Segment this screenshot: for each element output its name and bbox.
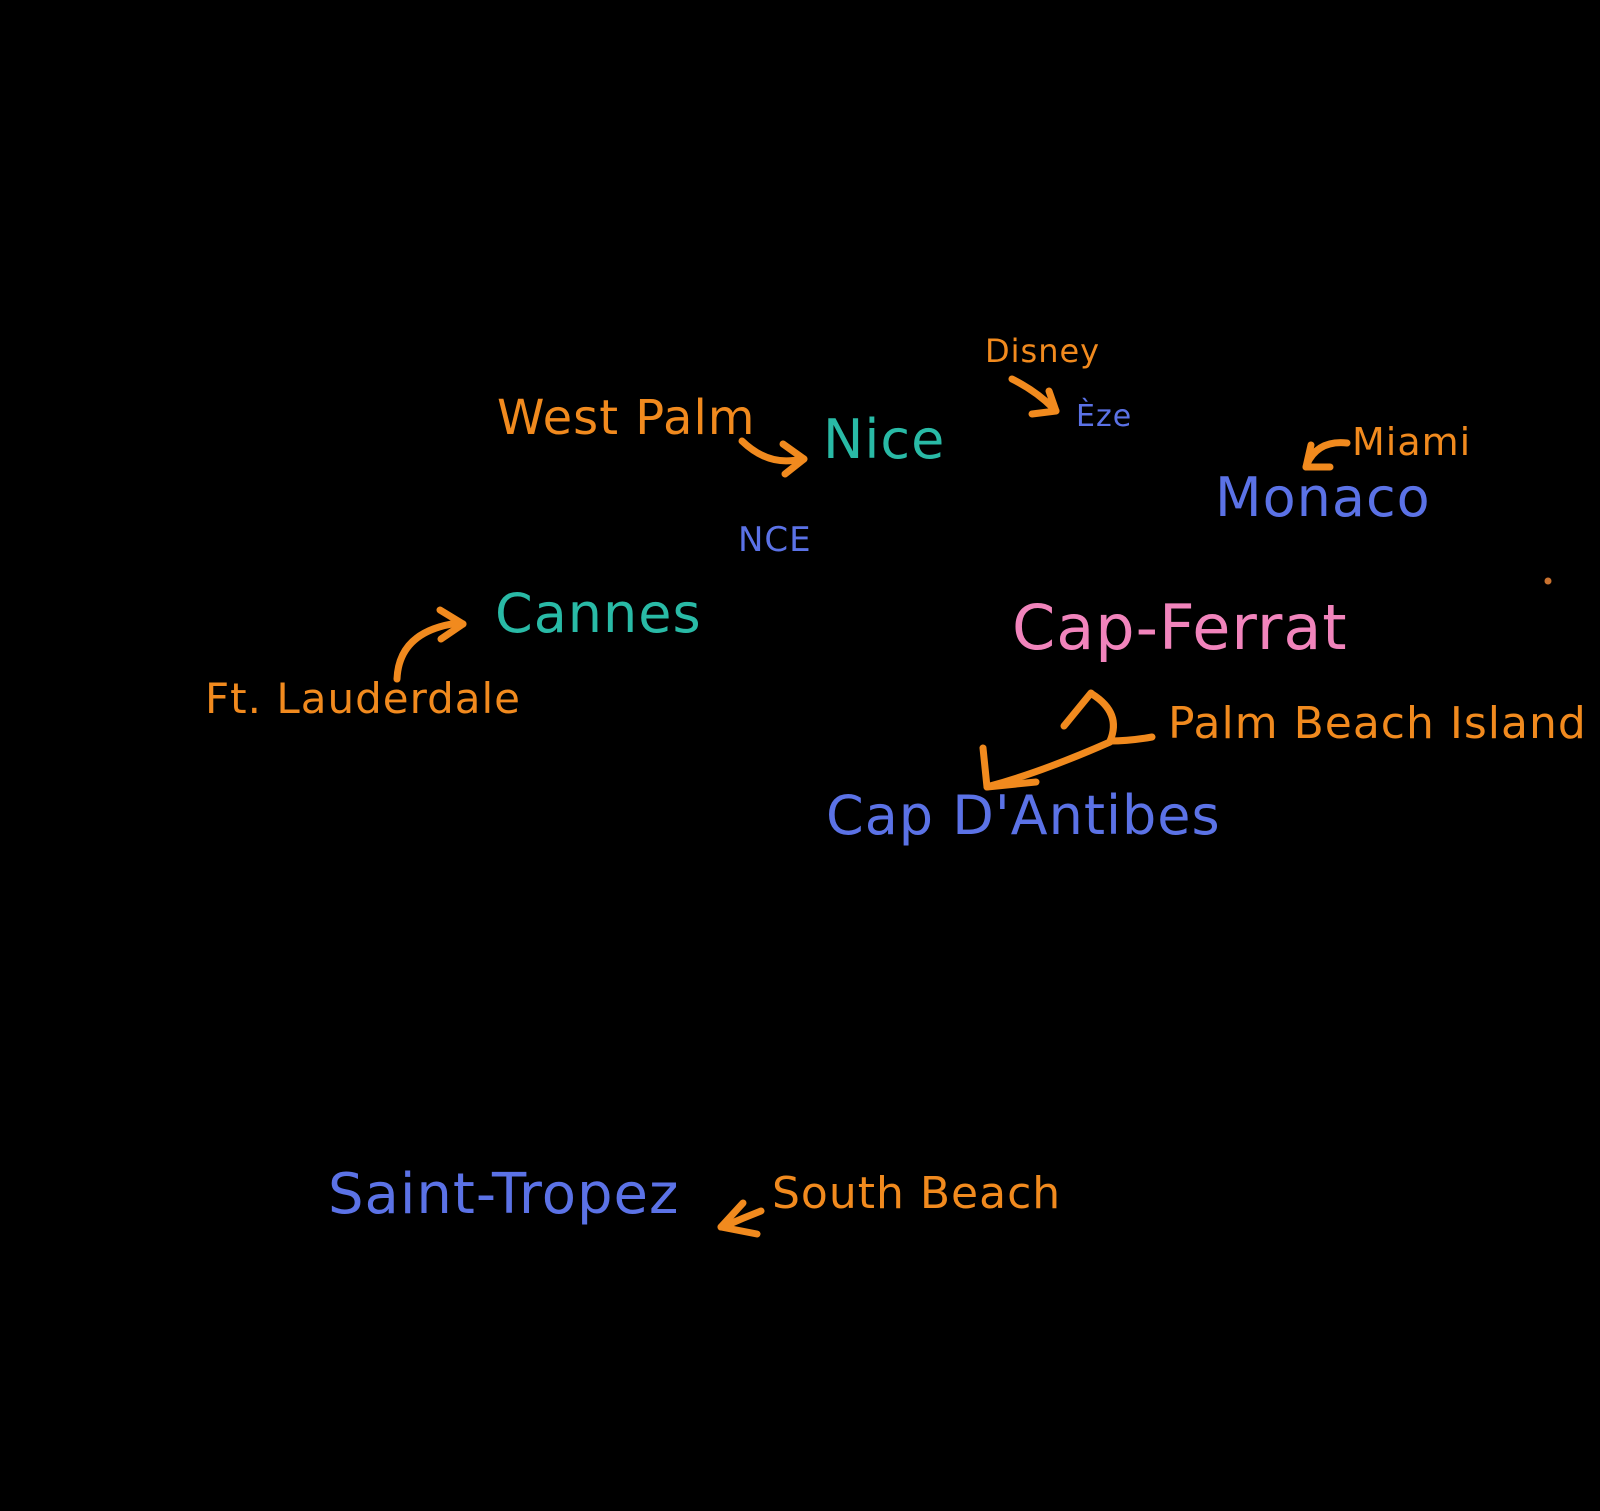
arrow-disney-to-eze (1008, 375, 1060, 418)
arrow-west-palm-to-nice (738, 437, 808, 478)
stray-dot (1544, 577, 1552, 585)
arrow-ft-lauderdale-to-cannes (393, 606, 467, 683)
label-west-palm: West Palm (497, 390, 756, 446)
label-disney: Disney (985, 332, 1101, 370)
label-ft-lauderdale: Ft. Lauderdale (205, 674, 522, 723)
label-nce: NCE (738, 520, 812, 560)
arrow-palm-beach-island-fork (979, 689, 1156, 791)
label-nice: Nice (823, 408, 946, 471)
label-miami: Miami (1352, 420, 1472, 464)
label-cannes: Cannes (495, 582, 702, 645)
label-cap-ferrat: Cap-Ferrat (1012, 591, 1348, 664)
label-palm-beach-island: Palm Beach Island (1168, 698, 1587, 749)
arrow-miami-to-monaco (1302, 439, 1351, 471)
label-eze: Èze (1076, 399, 1133, 434)
label-south-beach: South Beach (772, 1168, 1062, 1219)
label-cap-d-antibes: Cap D'Antibes (826, 784, 1221, 847)
arrow-south-beach-to-saint-tropez (717, 1199, 765, 1238)
label-saint-tropez: Saint-Tropez (328, 1162, 680, 1227)
label-monaco: Monaco (1215, 466, 1431, 529)
